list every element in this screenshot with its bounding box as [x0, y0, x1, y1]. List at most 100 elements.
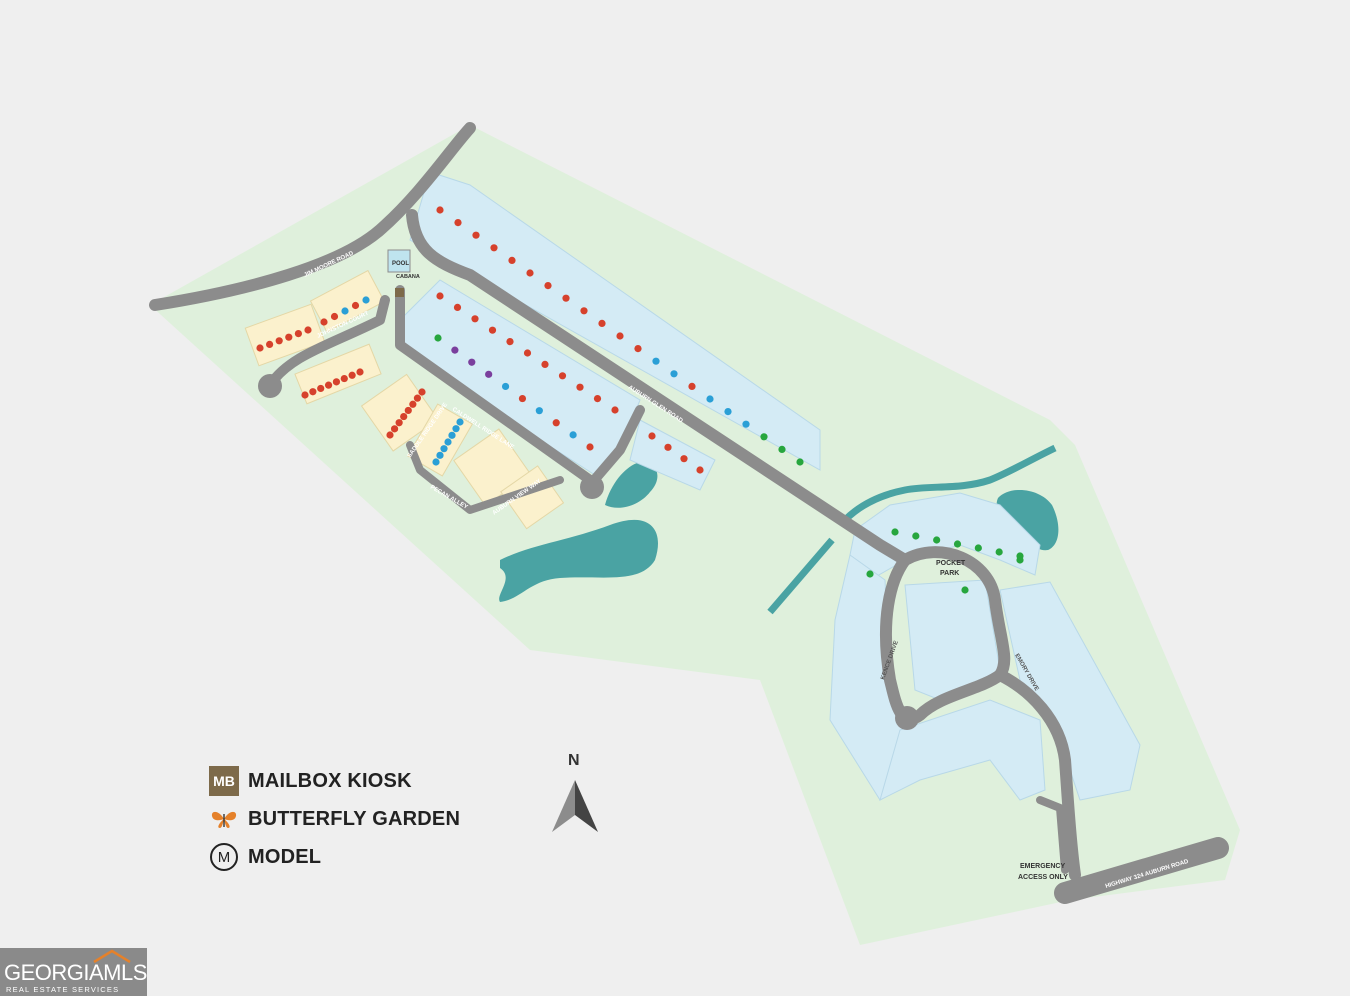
lot-status-dot [541, 360, 549, 368]
road-east-south [994, 669, 1081, 881]
pocket-park-label-1: POCKET [936, 560, 966, 567]
lot-status-dot [490, 244, 498, 252]
lot-status-dot [400, 412, 408, 421]
lot-status-dot [760, 433, 768, 441]
road-auburn-glen [406, 209, 911, 566]
lot-status-dot [1016, 552, 1024, 560]
lot-status-dot [436, 451, 444, 459]
lot-status-dot [933, 536, 941, 544]
lot-status-dot [395, 419, 403, 427]
emergency-label-2: ACCESS ONLY [1018, 874, 1068, 881]
lot-status-dot [440, 445, 448, 453]
lot-status-dot [386, 431, 394, 439]
legend-item-model: M MODEL [208, 838, 460, 876]
lot-status-dot [506, 338, 514, 346]
road-emergency [1036, 796, 1069, 874]
watermark: GEORGIAMLS REAL ESTATE SERVICES [0, 948, 147, 996]
lot-status-dot [569, 431, 577, 439]
legend-label-mailbox: MAILBOX KIOSK [248, 769, 412, 792]
lot-status-dot [409, 400, 417, 408]
lot-status-dot [796, 458, 804, 466]
lot-status-dot [562, 294, 570, 302]
pocket-park-label-2: PARK [940, 570, 959, 577]
cul-de-sac [895, 706, 919, 730]
lot-status-dot [526, 269, 534, 277]
lot-status-dot [472, 231, 480, 239]
lot-status-dot [275, 337, 283, 345]
lot-status-dot [724, 408, 732, 416]
lot-status-dot [454, 219, 462, 227]
lot-status-dot [912, 532, 920, 540]
lot-status-dot [648, 432, 656, 440]
lot-status-dot [418, 388, 426, 396]
legend-item-butterfly: BUTTERFLY GARDEN [208, 800, 460, 838]
lot-status-dot [341, 307, 349, 315]
lot-status-dot [508, 256, 516, 264]
cabana-label: CABANA [396, 274, 420, 280]
lot-status-dot [351, 301, 360, 310]
mailbox-kiosk-icon [395, 288, 404, 297]
butterfly-icon [208, 803, 240, 835]
cul-de-sac [258, 374, 282, 398]
lot-status-dot [453, 303, 462, 311]
lot-status-dot [652, 357, 660, 365]
townhome-block [406, 403, 474, 477]
townhome-block [294, 343, 382, 405]
lot-status-dot [523, 349, 532, 357]
lot-status-dot [432, 458, 440, 466]
lot-status-dot [304, 326, 312, 334]
pool [387, 249, 411, 273]
lot-status-dot [616, 332, 624, 340]
legend-label-model: MODEL [248, 845, 322, 868]
emergency-label-1: EMERGENCY [1020, 863, 1065, 870]
lot-status-dot [974, 544, 982, 552]
creek-north [842, 444, 1057, 523]
lot-status-dot [866, 570, 874, 578]
lot-status-dot [330, 312, 339, 321]
road-east-loop [880, 546, 1011, 725]
lot-status-dot [576, 383, 584, 391]
lot-status-dot [413, 394, 422, 402]
lot-status-dot [436, 206, 444, 214]
lot-status-dot [488, 326, 497, 334]
lot-status-dot [320, 318, 328, 326]
lot-status-dot [451, 346, 459, 354]
cul-de-sac [580, 475, 604, 499]
road-johnston [265, 295, 390, 390]
lot-status-dot [580, 307, 588, 315]
lot-status-dot [332, 378, 341, 386]
watermark-sub: REAL ESTATE SERVICES [6, 985, 120, 994]
lot-status-dot [961, 586, 969, 594]
lot-status-dot [778, 445, 786, 453]
lot-status-dot [468, 358, 476, 366]
lot-status-dot [404, 406, 412, 415]
watermark-brand: GEORGIAMLS [4, 960, 147, 985]
lot-status-dot [634, 345, 642, 353]
lot-status-dot [593, 395, 602, 403]
townhome-block [244, 303, 326, 367]
road-highway [1054, 837, 1229, 904]
road-network [149, 122, 1229, 904]
mailbox-kiosk-icon: MB [209, 766, 239, 796]
lot-status-dot [436, 292, 444, 300]
lot-status-dot [696, 466, 704, 474]
road-jim-moore [149, 122, 476, 311]
road-saddle-ridge [406, 441, 564, 514]
lot-status-dot [552, 419, 560, 427]
north-arrow-icon [552, 780, 598, 832]
lot-status-dot [544, 282, 552, 290]
lot-status-dot [317, 384, 325, 393]
lot-status-dot [456, 418, 464, 426]
pool-label: POOL [392, 261, 409, 267]
lot-status-dot [586, 443, 594, 451]
lot-status-dot [356, 368, 364, 376]
legend-label-butterfly: BUTTERFLY GARDEN [248, 807, 461, 830]
lot-status-dot [598, 319, 606, 327]
lot-status-dot [266, 340, 274, 348]
model-icon: M [210, 843, 238, 871]
lot-status-dot [362, 296, 370, 304]
lot-status-dot [611, 406, 619, 414]
lot-status-dot [390, 425, 399, 433]
lot-status-dot [891, 528, 899, 536]
